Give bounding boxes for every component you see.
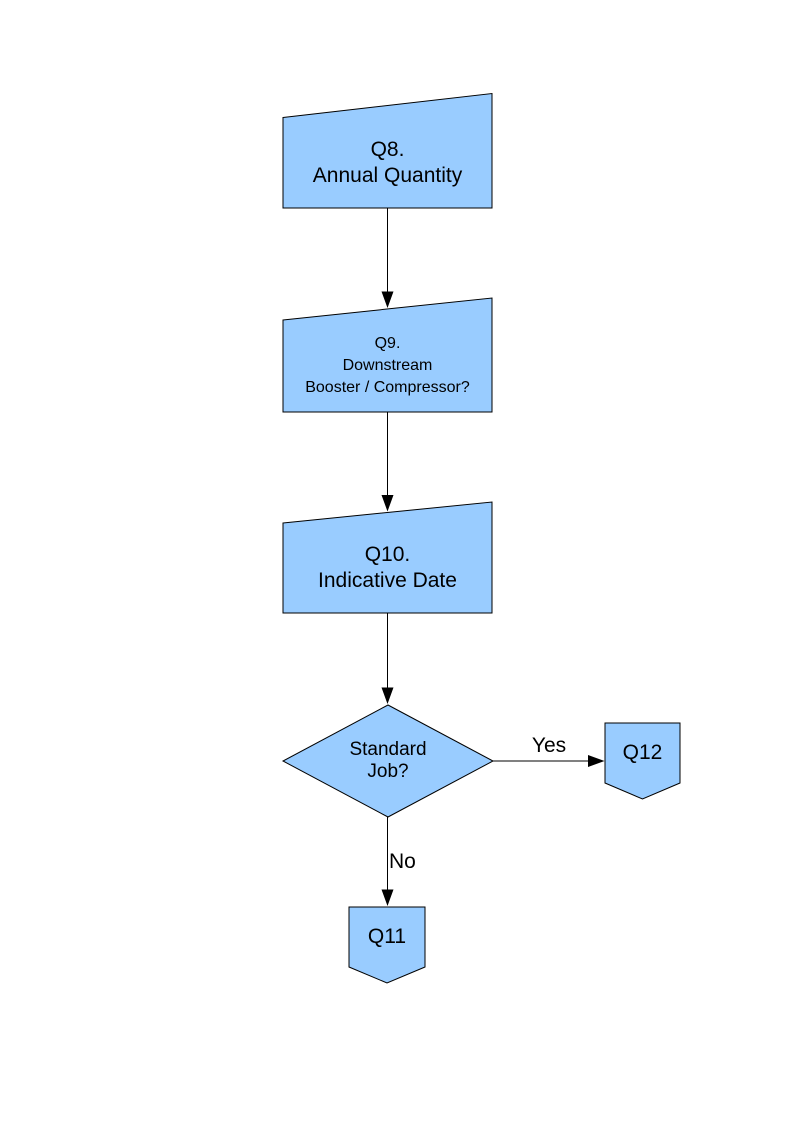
q11-node-shape [348,906,426,984]
q8-node-shape [282,92,493,209]
q8-node-label: Q8. Annual Quantity [312,137,463,187]
no-edge-label: No [389,850,416,874]
arrowhead-down-icon [381,889,394,906]
q10-node-label: Q10. Indicative Date [318,543,457,592]
q11-node-label: Q11 [367,925,407,949]
q10-node-shape [282,501,493,614]
yes-edge-label: Yes [531,734,567,758]
arrowhead-down-icon [381,291,394,308]
standard-job-decision-label: Standard Job? [349,739,427,782]
arrowhead-down-icon [381,495,394,512]
arrowhead-down-icon [381,687,394,704]
q9-node-shape [282,297,493,413]
q9-node-label: Q9. Downstream Booster / Compressor? [305,335,470,396]
q12-node-label: Q12 [622,741,663,765]
arrowhead-right-icon [588,755,605,767]
q12-node-shape [604,722,681,800]
